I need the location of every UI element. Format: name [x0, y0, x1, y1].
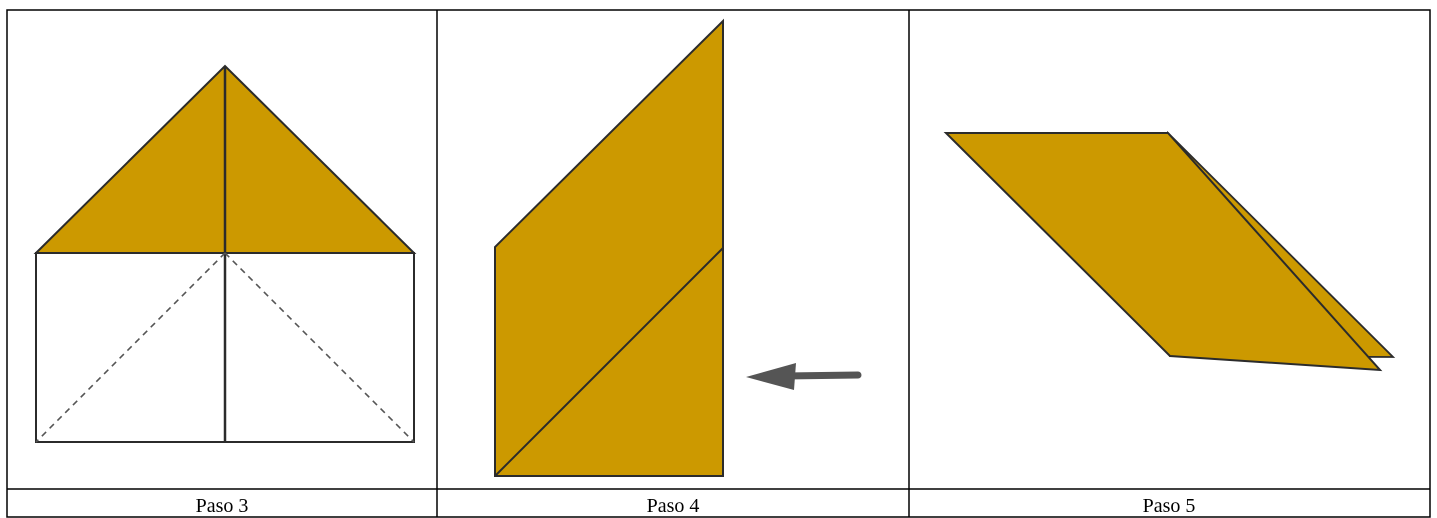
step3-dashed-fold-right [224, 252, 415, 443]
step3-dashed-fold-left [35, 252, 226, 443]
step3-caption: Paso 3 [196, 495, 249, 517]
step5-caption: Paso 5 [1143, 495, 1196, 517]
step4-diagonal-fold [494, 247, 724, 477]
table-outer-border [6, 9, 1431, 518]
step5-diagram [943, 130, 1396, 372]
step4-folded-shape [494, 18, 724, 477]
step4-caption: Paso 4 [647, 495, 700, 517]
step3-diagram [33, 64, 417, 443]
step4-diagram [494, 18, 862, 477]
step5-front-parallelogram [943, 132, 1383, 372]
arrow-icon [746, 363, 862, 390]
table-grid [6, 9, 1431, 518]
